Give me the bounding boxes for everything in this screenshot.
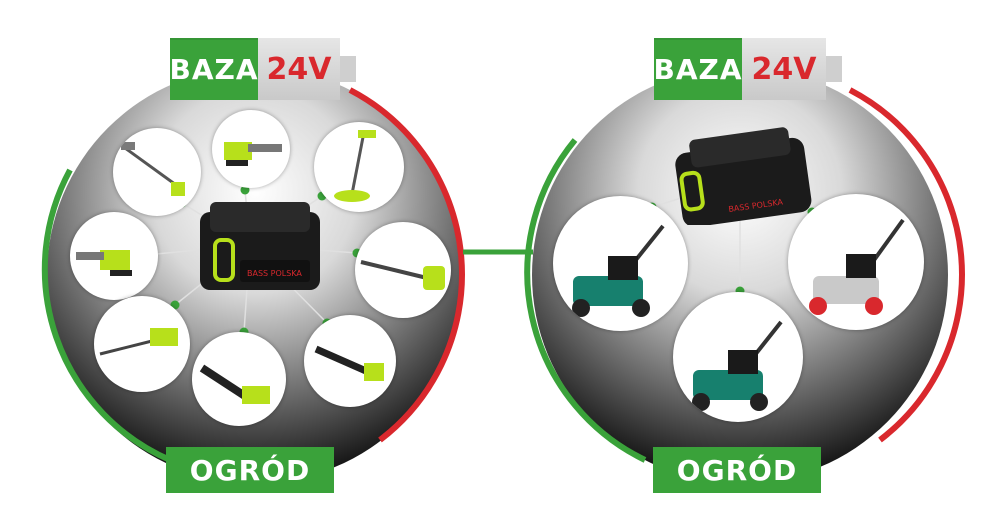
tool-bubble-hedge-trimmer-long [355, 222, 451, 318]
tool-bubble-lawn-mower-red [788, 194, 924, 330]
right-footer-label: OGRÓD [653, 447, 821, 493]
left-footer-label: OGRÓD [166, 447, 334, 493]
hedge-trimmer-long-icon [360, 260, 445, 290]
right-ring-red-arc [848, 87, 965, 443]
right-badge-voltage: 24V [742, 38, 826, 100]
tool-bubble-lawn-mower-green [553, 196, 688, 331]
left-battery-icon: BASS POLSKA [200, 202, 320, 290]
tool-bubble-chainsaw [212, 110, 290, 188]
leaf-blower-icon [199, 364, 270, 404]
right-battery-icon: BASS POLSKA [675, 127, 812, 225]
lawn-mower-green-icon [572, 224, 665, 317]
lawn-mower-red-icon [809, 218, 905, 315]
hedge-trimmer-icon [99, 328, 178, 356]
left-badge-tip [340, 56, 356, 82]
lawn-mower-green-center-icon [692, 320, 783, 411]
right-ring-green-arc [524, 138, 647, 463]
tool-bubble-hedge-trimmer [94, 296, 190, 392]
left-battery-brand: BASS POLSKA [247, 269, 302, 278]
chainsaw-icon [224, 142, 282, 166]
tool-bubble-blower-nozzle [304, 315, 396, 407]
tool-bubble-pole-saw [113, 128, 201, 216]
left-badge-voltage: 24V [258, 38, 340, 100]
tool-bubble-chainsaw-small [70, 212, 158, 300]
left-badge-baza: BAZA [170, 38, 258, 100]
left-ring-red-arc [348, 87, 465, 443]
left-battery-badge: BAZA 24V [170, 38, 356, 100]
right-badge-baza: BAZA [654, 38, 742, 100]
tool-bubble-grass-trimmer [314, 122, 404, 212]
grass-trimmer-icon [334, 130, 376, 202]
tool-bubble-leaf-blower [192, 332, 286, 426]
pole-saw-icon [121, 142, 185, 196]
tool-bubble-lawn-mower-green-center [673, 292, 803, 422]
right-badge-tip [826, 56, 842, 82]
chainsaw-small-icon [76, 250, 132, 276]
blower-nozzle-icon [314, 345, 384, 381]
left-ring-green-arc [41, 168, 172, 463]
right-battery-badge: BAZA 24V [654, 38, 842, 100]
